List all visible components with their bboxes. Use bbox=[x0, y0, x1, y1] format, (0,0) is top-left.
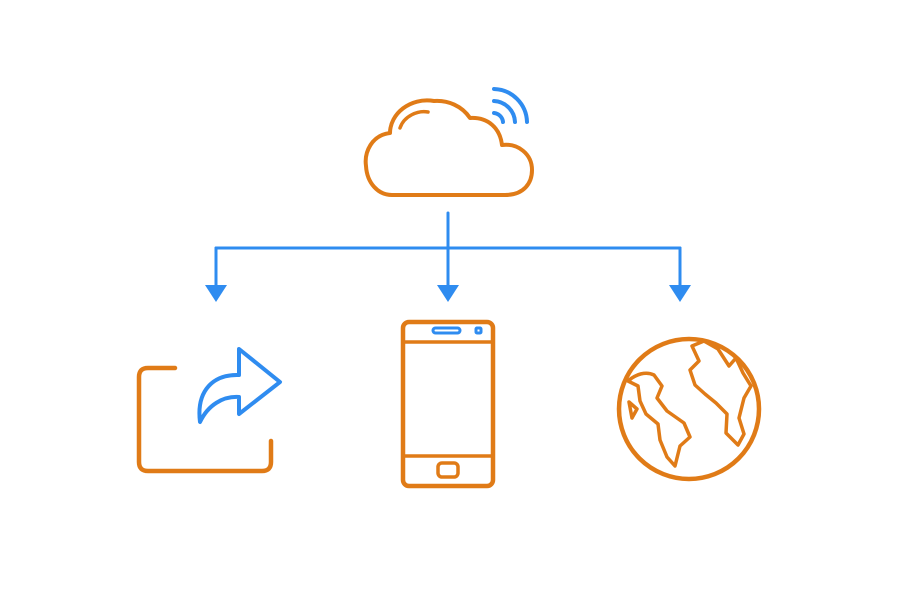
share-frame bbox=[136, 365, 274, 474]
wifi-signal-icon bbox=[492, 87, 529, 124]
cloud-highlight bbox=[398, 109, 430, 130]
globe-island bbox=[627, 400, 639, 420]
cloud-wifi-icon bbox=[363, 87, 534, 197]
wifi-wave-small bbox=[492, 111, 505, 124]
arrow-share bbox=[205, 285, 227, 302]
cloud-outline bbox=[363, 98, 534, 197]
phone-camera bbox=[474, 326, 483, 335]
globe-americas bbox=[626, 371, 692, 468]
arrowheads bbox=[205, 285, 691, 302]
wifi-wave-medium bbox=[492, 99, 517, 124]
share-arrow bbox=[197, 347, 282, 424]
arrow-phone bbox=[437, 285, 459, 302]
wifi-wave-large bbox=[492, 87, 529, 124]
arrow-globe bbox=[669, 285, 691, 302]
share-icon bbox=[136, 347, 282, 474]
phone-home-button bbox=[436, 461, 460, 479]
phone-speaker bbox=[431, 326, 462, 335]
phone-body bbox=[400, 319, 496, 489]
connector-tree bbox=[214, 211, 682, 290]
smartphone-icon bbox=[400, 319, 496, 489]
globe-circle bbox=[616, 336, 762, 482]
globe-icon bbox=[616, 336, 762, 482]
globe-north bbox=[688, 339, 753, 447]
